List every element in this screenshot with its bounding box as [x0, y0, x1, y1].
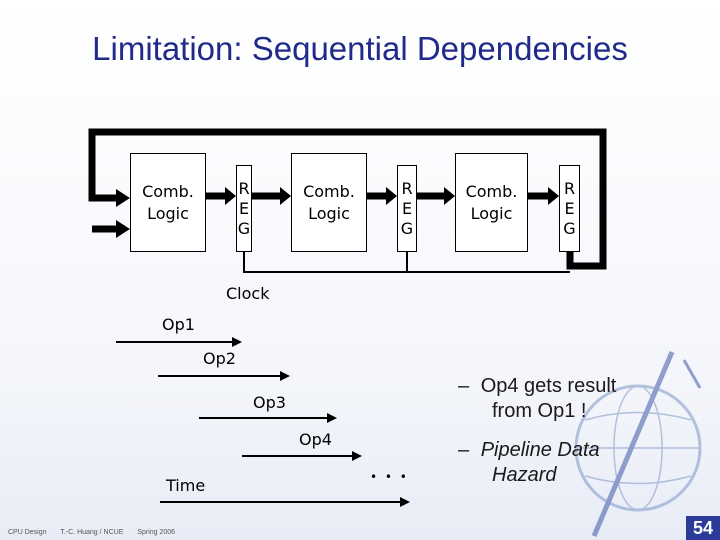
comb-logic-box-3: Comb. Logic [455, 153, 528, 252]
op3-arrowhead [327, 413, 337, 423]
clock-wire [243, 252, 570, 273]
slide-title: Limitation: Sequential Dependencies [92, 30, 628, 67]
page-number: 54 [686, 516, 720, 540]
register-box-3: R E G [559, 165, 580, 252]
feedback-wire [88, 128, 607, 270]
arrowhead-comb3-reg3 [548, 187, 559, 205]
bullet-1-line-2: from Op1 ! [492, 400, 587, 422]
footer-author: T.-C. Huang / NCUE [60, 529, 124, 536]
reg-letter-r-1: R [238, 178, 250, 198]
arrowhead-reg1-comb2 [280, 187, 291, 205]
reg-letter-g-1: G [237, 218, 251, 238]
time-arrowhead [400, 497, 410, 507]
reg-letter-e-1: E [238, 198, 250, 218]
op1-label: Op1 [162, 315, 195, 334]
op3-label: Op3 [253, 393, 286, 412]
arrowhead-comb1-reg1 [225, 187, 236, 205]
comb-logic-label-1: Comb. Logic [142, 181, 194, 223]
reg-letter-e-2: E [401, 198, 413, 218]
bullet-1-dash: – [458, 375, 470, 397]
op2-label: Op2 [203, 349, 236, 368]
bullet-1-line-1: Op4 gets result [480, 375, 617, 397]
register-box-1: R E G [236, 165, 252, 252]
arrowhead-comb2-reg2 [386, 187, 397, 205]
globe-watermark-icon [574, 351, 702, 537]
ellipsis: • • • [370, 470, 409, 484]
bullet-2-line-2: Hazard [492, 464, 557, 486]
input-arrowhead [116, 220, 130, 238]
bullet-2: – Pipeline Data Hazard [458, 438, 600, 488]
comb-logic-box-2: Comb. Logic [291, 153, 367, 252]
reg-letter-r-2: R [401, 178, 413, 198]
comb-logic-label-3: Comb. Logic [465, 181, 518, 223]
op4-label: Op4 [299, 430, 332, 449]
reg-letter-e-3: E [564, 198, 575, 218]
clock-label: Clock [226, 284, 270, 303]
bullet-1: – Op4 gets result from Op1 ! [458, 374, 616, 424]
op4-arrowhead [352, 451, 362, 461]
footer: CPU Design T.-C. Huang / NCUE Spring 200… [8, 529, 187, 536]
op2-arrowhead [280, 371, 290, 381]
reg-letter-g-3: G [563, 218, 576, 238]
reg-letter-r-3: R [563, 178, 576, 198]
bullet-2-line-1: Pipeline Data [480, 439, 600, 461]
op1-arrowhead [232, 337, 242, 347]
footer-term: Spring 2006 [137, 529, 176, 536]
bullet-2-dash: – [458, 439, 470, 461]
register-box-2: R E G [397, 165, 417, 252]
comb-logic-label-2: Comb. Logic [303, 181, 355, 223]
footer-course: CPU Design [8, 529, 47, 536]
comb-logic-box-1: Comb. Logic [130, 153, 206, 252]
feedback-arrowhead [116, 189, 130, 207]
arrowhead-reg2-comb3 [444, 187, 455, 205]
reg-letter-g-2: G [400, 218, 414, 238]
time-label: Time [166, 476, 206, 495]
